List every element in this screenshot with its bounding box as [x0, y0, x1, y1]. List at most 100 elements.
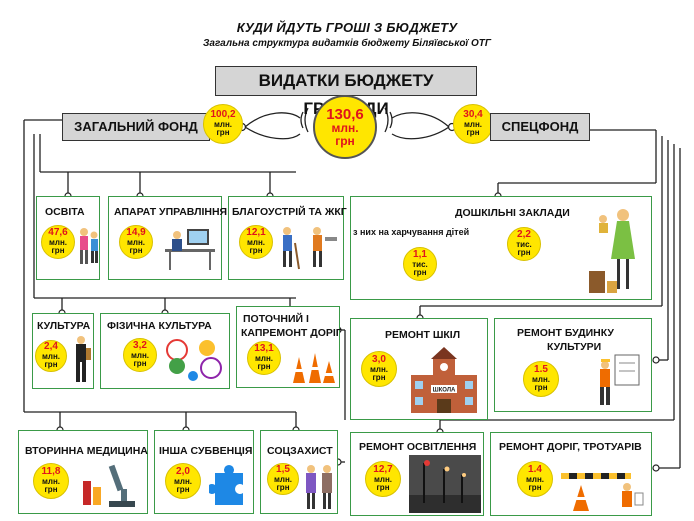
culture-house-label2: КУЛЬТУРИ	[547, 341, 602, 353]
general-fund-unit2: грн	[216, 128, 230, 138]
page-title: КУДИ ЙДУТЬ ГРОШІ З БЮДЖЕТУ	[236, 20, 458, 35]
improvement-coin: 12,1 млн. грн	[239, 225, 273, 259]
culture-house-unit1: млн.	[531, 374, 551, 384]
social-unit1: млн.	[273, 474, 293, 484]
general-fund-coin: 100,2 млн. грн	[203, 104, 243, 144]
preschool-food-unit2: грн	[413, 268, 427, 278]
school-sign: ШКОЛА	[433, 388, 456, 394]
sport-figures-icon	[166, 339, 222, 381]
school-repair-unit2: грн	[372, 373, 386, 383]
preschool-unit2: грн	[517, 248, 531, 258]
education-box: ОСВІТА 47,6 млн. грн	[36, 196, 100, 280]
social-label: СОЦЗАХИСТ	[267, 445, 333, 457]
social-unit2: грн	[276, 483, 290, 493]
road-works-icon	[561, 473, 644, 511]
medicine-box: ВТОРИННА МЕДИЦИНА 11,8 млн. грн	[18, 430, 148, 514]
improvement-value: 12,1	[246, 227, 266, 239]
road-sidewalk-unit2: грн	[528, 483, 542, 493]
medicine-value: 11,8	[41, 466, 61, 478]
education-unit2: грн	[51, 246, 65, 256]
social-box: СОЦЗАХИСТ 1,5 млн. грн	[260, 430, 338, 514]
general-fund-value: 100,2	[210, 109, 236, 121]
sport-value: 3,2	[133, 340, 147, 352]
culture-house-unit2: грн	[534, 383, 548, 393]
administration-value: 14,9	[126, 227, 146, 239]
road-repair-coin: 13,1 млн. грн	[247, 341, 281, 375]
education-coin: 47,6 млн. грн	[41, 225, 75, 259]
culture-unit1: млн.	[41, 351, 61, 361]
improvement-unit1: млн.	[246, 237, 266, 247]
subvention-unit2: грн	[176, 485, 190, 495]
subvention-value: 2,0	[176, 466, 190, 478]
subvention-coin: 2,0 млн. грн	[165, 463, 201, 499]
school-repair-unit1: млн.	[369, 364, 389, 374]
special-fund-value: 30,4	[463, 109, 483, 121]
microscope-icon	[83, 464, 135, 507]
children-icon	[80, 228, 98, 264]
education-unit1: млн.	[48, 237, 68, 247]
street-lights-icon	[409, 455, 481, 513]
lighting-label: РЕМОНТ ОСВІТЛЕННЯ	[359, 441, 477, 453]
traffic-cones-icon	[293, 353, 335, 383]
elderly-couple-icon	[306, 465, 332, 509]
school-repair-coin: 3,0 млн. грн	[361, 351, 397, 387]
preschool-coin: 2,2 тис. грн	[507, 227, 541, 261]
special-fund-unit2: грн	[466, 128, 480, 138]
office-worker-icon	[165, 229, 215, 270]
general-fund-unit1: млн.	[213, 119, 233, 129]
road-sidewalk-box: РЕМОНТ ДОРІГ, ТРОТУАРІВ 1.4 млн. грн	[490, 432, 652, 516]
lighting-coin: 12,7 млн. грн	[365, 461, 401, 497]
school-repair-box: РЕМОНТ ШКІЛ 3,0 млн. грн ШКОЛА	[350, 318, 488, 420]
culture-value: 2,4	[44, 341, 58, 353]
total-value: 130,6	[326, 105, 364, 123]
road-repair-box: ПОТОЧНИЙ І КАПРЕМОНТ ДОРІГ 13,1 млн. грн	[236, 306, 342, 388]
culture-box: КУЛЬТУРА 2,4 млн. грн	[32, 313, 94, 389]
medicine-coin: 11,8 млн. грн	[33, 463, 69, 499]
road-repair-unit1: млн.	[254, 353, 274, 363]
administration-label: АПАРАТ УПРАВЛІННЯ	[114, 206, 228, 218]
improvement-unit2: грн	[249, 246, 263, 256]
sport-box: ФІЗИЧНА КУЛЬТУРА 3,2 млн. грн	[100, 313, 230, 389]
preschool-unit1: тис.	[516, 239, 532, 249]
administration-coin: 14,9 млн. грн	[119, 225, 153, 259]
total-coin: 130,6 млн. грн	[313, 95, 377, 159]
road-sidewalk-coin: 1.4 млн. грн	[517, 461, 553, 497]
subvention-label: ІНША СУБВЕНЦІЯ	[159, 445, 253, 457]
improvement-box: БЛАГОУСТРІЙ ТА ЖКГ 12,1 млн. грн	[228, 196, 347, 280]
road-repair-label2: КАПРЕМОНТ ДОРІГ	[241, 327, 342, 339]
special-fund-banner: СПЕЦФОНД	[490, 113, 590, 141]
road-repair-label1: ПОТОЧНИЙ І	[243, 313, 309, 325]
preschool-label: ДОШКІЛЬНІ ЗАКЛАДИ	[455, 207, 570, 219]
medicine-unit1: млн.	[41, 476, 61, 486]
total-unit2: грн	[335, 133, 355, 148]
lighting-value: 12,7	[373, 464, 393, 476]
teacher-with-child-icon	[589, 209, 635, 293]
road-repair-unit2: грн	[257, 362, 271, 372]
lighting-unit1: млн.	[373, 474, 393, 484]
culture-unit2: грн	[44, 360, 58, 370]
education-label: ОСВІТА	[45, 206, 85, 218]
sport-unit2: грн	[133, 359, 147, 369]
preschool-value: 2,2	[517, 229, 531, 241]
subvention-unit1: млн.	[173, 476, 193, 486]
builder-with-plan-icon	[600, 354, 640, 405]
puzzle-piece-icon	[209, 465, 243, 505]
medicine-unit2: грн	[44, 485, 58, 495]
culture-house-box: РЕМОНТ БУДИНКУ КУЛЬТУРИ 1.5 млн. грн	[494, 318, 652, 412]
school-repair-value: 3,0	[372, 354, 386, 366]
culture-house-coin: 1.5 млн. грн	[523, 361, 559, 397]
administration-unit2: грн	[129, 246, 143, 256]
road-sidewalk-label: РЕМОНТ ДОРІГ, ТРОТУАРІВ	[499, 441, 642, 453]
administration-box: АПАРАТ УПРАВЛІННЯ 14,9 млн. грн	[108, 196, 227, 280]
social-coin: 1,5 млн. грн	[267, 463, 299, 495]
workers-icon	[283, 227, 337, 270]
culture-label: КУЛЬТУРА	[37, 320, 91, 332]
preschool-sublabel: з них на харчування дітей	[353, 227, 470, 237]
total-unit1: млн.	[331, 121, 359, 136]
road-sidewalk-value: 1.4	[528, 464, 542, 476]
school-building-icon: ШКОЛА	[411, 347, 477, 413]
sport-coin: 3,2 млн. грн	[123, 338, 157, 372]
culture-house-value: 1.5	[534, 364, 548, 376]
social-value: 1,5	[276, 464, 290, 476]
